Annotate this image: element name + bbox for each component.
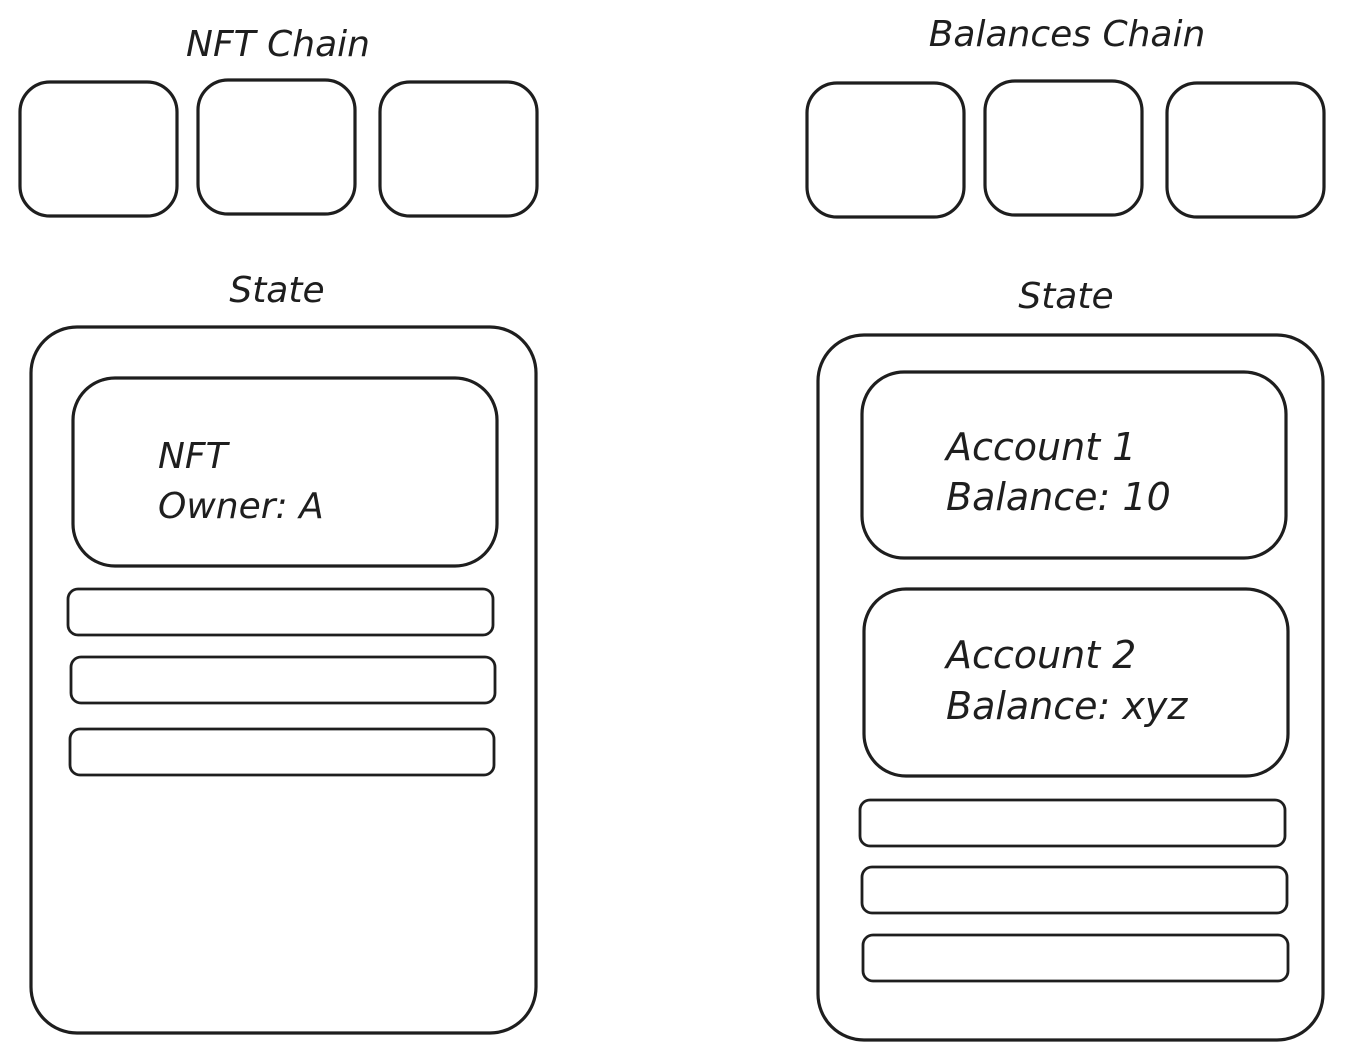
nft-state-title: State <box>229 270 324 311</box>
account-card-1-name: Account 1 <box>943 425 1136 469</box>
nft-card-owner: Owner: A <box>158 486 324 527</box>
balances-chain-group: Balances Chain <box>805 14 1326 219</box>
account-card-2-balance: Balance: xyz <box>946 684 1188 728</box>
nft-state-slot-1 <box>66 587 495 637</box>
nft-state-group: State NFT Owner: A <box>29 270 538 1035</box>
balances-state-group: State Account 1 Balance: 10 Account 2 Ba… <box>816 276 1325 1042</box>
nft-state-slot-3 <box>68 727 496 777</box>
balances-chain-block-1 <box>805 81 966 219</box>
account-card-2: Account 2 Balance: xyz <box>862 587 1290 778</box>
nft-card: NFT Owner: A <box>71 376 499 568</box>
balances-state-title: State <box>1018 276 1113 317</box>
account-card-1: Account 1 Balance: 10 <box>860 370 1288 560</box>
nft-chain-block-2 <box>196 78 357 216</box>
balances-state-slot-1 <box>858 798 1287 848</box>
nft-chain-group: NFT Chain <box>18 24 539 218</box>
balances-state-slot-2 <box>860 865 1289 915</box>
account-card-2-box <box>862 587 1290 778</box>
nft-state-slot-2 <box>69 655 497 705</box>
balances-chain-title: Balances Chain <box>929 14 1206 55</box>
nft-card-title: NFT <box>158 436 231 477</box>
account-card-1-balance: Balance: 10 <box>946 475 1171 519</box>
nft-chain-title: NFT Chain <box>186 24 370 65</box>
account-card-2-name: Account 2 <box>943 633 1136 677</box>
balances-state-slot-3 <box>861 933 1290 983</box>
nft-chain-block-3 <box>378 80 539 218</box>
nft-card-box <box>71 376 499 568</box>
balances-chain-block-3 <box>1165 81 1326 219</box>
account-card-1-box <box>860 370 1288 560</box>
nft-chain-block-1 <box>18 80 179 218</box>
balances-chain-block-2 <box>983 79 1144 217</box>
